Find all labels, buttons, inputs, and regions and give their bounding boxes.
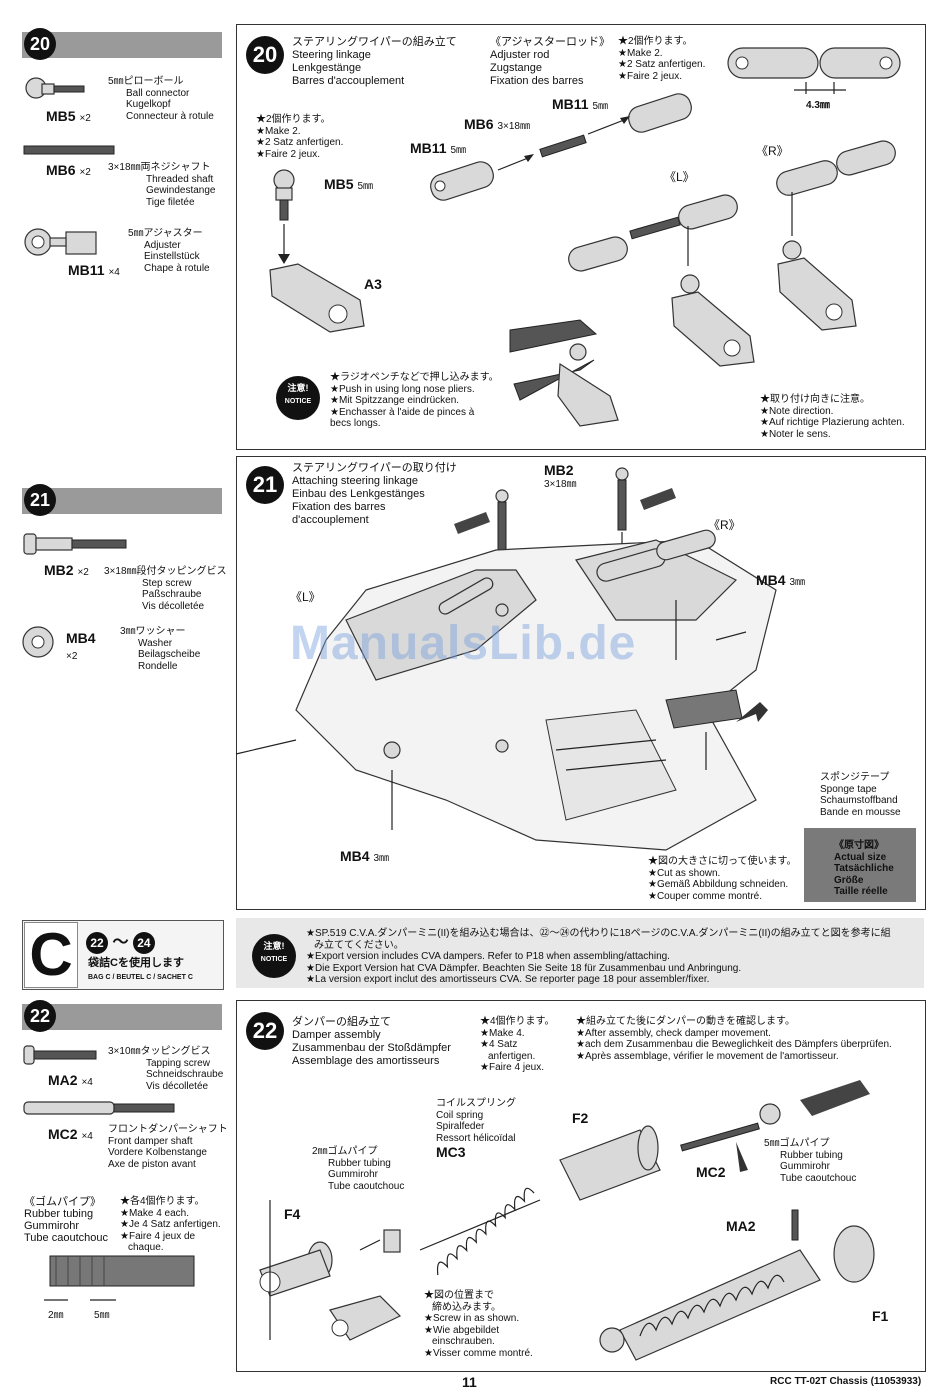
damper-shaft-icon <box>23 1101 175 1115</box>
label-step20-R: 《R》 <box>756 144 789 158</box>
cva-notice-box <box>236 918 924 988</box>
step22-number: 22 <box>246 1012 284 1050</box>
lr-assembly-drawing <box>568 140 896 367</box>
label-mb5: MB5 5㎜ <box>324 176 374 192</box>
part-ma2-label: MA2 ×4 <box>48 1072 93 1088</box>
label-step21-R: 《R》 <box>708 518 741 532</box>
part-mb2-label: MB2 ×2 <box>44 562 89 578</box>
page-number: 11 <box>462 1374 477 1390</box>
watermark-text: ManualsLib.de <box>290 617 637 670</box>
screw-note: ★図の位置まで締め込みます。★Screw in as shown.★Wie ab… <box>424 1290 533 1359</box>
tube-make-note: ★各4個作ります。★Make 4 each.★Je 4 Satz anferti… <box>120 1196 221 1253</box>
label-ma2: MA2 <box>726 1218 756 1234</box>
label-mb2-size: 3×18㎜ <box>544 479 577 490</box>
notice-badge-step20: 注意!NOTICE <box>276 376 320 420</box>
label-f1: F1 <box>872 1308 889 1324</box>
label-mb11-top: MB11 5㎜ <box>552 96 609 112</box>
damper-assembly-drawing <box>259 1080 875 1361</box>
step21-sidebar-header: 21 <box>22 484 222 516</box>
rod-dimension-diagram <box>727 47 901 94</box>
step22-after-note: ★組み立てた後にダンパーの動きを確認します。★After assembly, c… <box>576 1016 892 1062</box>
notice-badge-cva: 注意!NOTICE <box>252 934 296 978</box>
threaded-shaft-icon <box>23 145 115 155</box>
step20-notice-text: ★ラジオペンチなどで押し込みます。★Push in using long nos… <box>330 372 499 429</box>
label-step21-L: 《L》 <box>290 590 321 604</box>
bag-c-use: 袋詰Cを使用します <box>88 957 184 969</box>
washer-icon <box>22 626 54 658</box>
step20-direction-note: ★取り付け向きに注意。★Note direction.★Auf richtige… <box>760 394 905 440</box>
step-screw-icon <box>23 533 127 555</box>
bag-c-range: 22 〜 24 <box>86 928 155 954</box>
tube-dim-5mm: 5㎜ <box>94 1310 110 1321</box>
label-a3: A3 <box>364 276 382 292</box>
label-mb2: MB2 <box>544 462 574 478</box>
rod-assembly-drawing <box>430 93 692 201</box>
step21-number: 21 <box>246 466 284 504</box>
bag-c-sub: BAG C / BEUTEL C / SACHET C <box>88 974 193 981</box>
part-mb11-label: MB11 ×4 <box>68 262 120 278</box>
part-mc2-label: MC2 ×4 <box>48 1126 93 1142</box>
part-mb6-label: MB6 ×2 <box>46 162 91 178</box>
tapping-screw-icon <box>23 1045 97 1065</box>
label-mb6: MB6 3×18㎜ <box>464 116 530 132</box>
adjuster-icon <box>24 228 97 256</box>
chassis-drawing <box>235 467 777 851</box>
actual-size-swatch <box>804 828 916 902</box>
step22-sidebar-header: 22 <box>22 1000 222 1032</box>
part-mb4-label: MB4×2 <box>66 630 96 662</box>
label-mb4-right: MB4 3㎜ <box>756 572 806 588</box>
step20-number: 20 <box>246 36 284 74</box>
rod-dimension-label: 4.3㎜ <box>806 100 830 111</box>
label-mb11-left: MB11 5㎜ <box>410 140 467 156</box>
step20-sidebar-header: 20 <box>22 28 222 60</box>
rubber-tubing-scale <box>44 1255 195 1301</box>
rod-make-note: ★2個作ります。★Make 2.★2 Satz anfertigen.★Fair… <box>618 36 706 82</box>
page-footer: RCC TT-02T Chassis (11053933) <box>770 1376 922 1387</box>
label-f4: F4 <box>284 1206 301 1222</box>
step21-sidebar-number: 21 <box>24 484 56 516</box>
tube-dim-2mm: 2㎜ <box>48 1310 64 1321</box>
ball-arm-drawing <box>269 169 365 333</box>
cva-notice-text: ★SP.519 C.V.A.ダンパーミニ(II)を組み込む場合は、㉒〜㉔の代わり… <box>306 928 891 985</box>
label-mc2: MC2 <box>696 1164 726 1180</box>
step20-sidebar-number: 20 <box>24 28 56 60</box>
ball-connector-icon <box>25 77 85 99</box>
bag-c-letter: C <box>24 922 78 988</box>
part-mb5-label: MB5 ×2 <box>46 108 91 124</box>
cut-note: ★図の大きさに切って使います。★Cut as shown.★Gemäß Abbi… <box>648 856 797 902</box>
label-step20-L: 《L》 <box>664 170 695 184</box>
step22-sidebar-number: 22 <box>24 1000 56 1032</box>
label-mb4-bottom: MB4 3㎜ <box>340 848 390 864</box>
ball-make-note: ★2個作ります。★Make 2.★2 Satz anfertigen.★Fair… <box>256 114 344 160</box>
pliers-drawing <box>509 319 619 427</box>
label-mc3: MC3 <box>436 1144 466 1160</box>
label-f2: F2 <box>572 1110 589 1126</box>
